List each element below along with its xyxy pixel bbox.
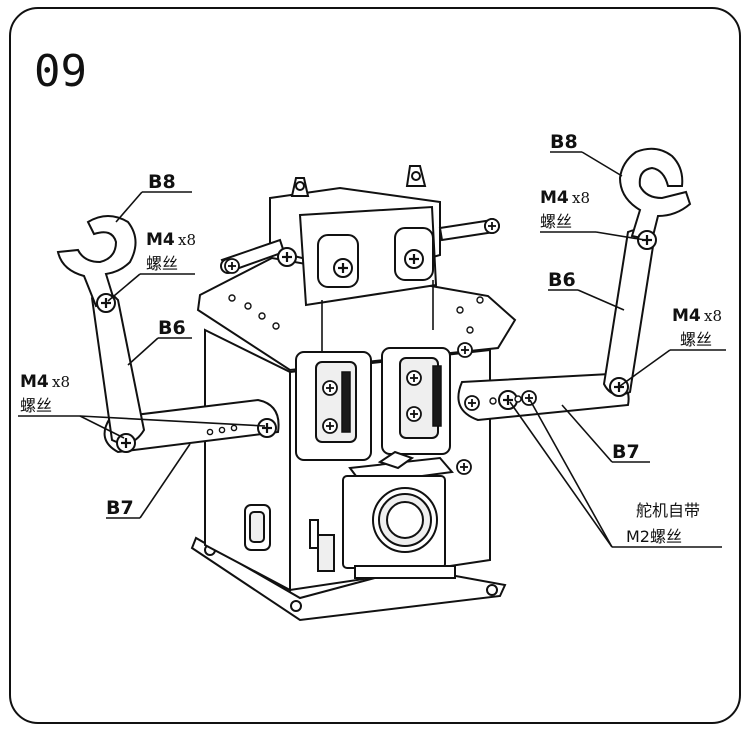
head-screw-left-icon [332, 257, 354, 279]
label-right-m4-side: M4 [672, 306, 701, 326]
label-left-b7: B7 [106, 497, 134, 519]
head-arm-screw-left-icon [276, 246, 298, 268]
label-right-m4-side-count: x8 [704, 307, 722, 325]
label-right-m4-top: M4 [540, 188, 569, 208]
label-right-b7: B7 [612, 441, 640, 463]
left-arm [56, 215, 280, 454]
label-left-m4-bottom-count: x8 [52, 373, 70, 391]
label-left-m4-top-count: x8 [178, 231, 196, 249]
step-number: 09 [34, 46, 87, 97]
label-left-m4-bottom-screw: 螺丝 [20, 396, 52, 415]
label-right-b8: B8 [550, 131, 578, 153]
page-border [9, 7, 741, 724]
label-left-b6: B6 [158, 317, 186, 339]
body-screw-1-icon [457, 342, 473, 358]
label-left-m4-top: M4 [146, 230, 175, 250]
right-b7-servo-screw-2-icon [521, 390, 537, 406]
robot-body [190, 165, 517, 622]
servo-screw-1-icon [322, 380, 338, 396]
label-servo-note-line1: 舵机自带 [636, 501, 700, 520]
label-right-m4-top-count: x8 [572, 189, 590, 207]
right-b7-pin-icon [464, 395, 480, 411]
head-screw-right-icon [403, 248, 425, 270]
label-servo-note-line2: M2螺丝 [626, 527, 682, 546]
servo-screw-4-icon [406, 406, 422, 422]
label-left-b8: B8 [148, 171, 176, 193]
servo-screw-2-icon [322, 418, 338, 434]
right-arm [457, 147, 692, 422]
body-screw-2-icon [456, 459, 472, 475]
label-left-m4-top-screw: 螺丝 [146, 254, 178, 273]
right-b6-bottom-screw-icon [608, 376, 630, 398]
callout-lines [18, 151, 726, 548]
servo-screw-3-icon [406, 370, 422, 386]
right-b7-servo-screw-1-icon [497, 389, 519, 411]
left-b7-servo-screw-icon [256, 417, 278, 439]
label-left-m4-bottom: M4 [20, 372, 49, 392]
head-arm-pin-left-icon [224, 258, 240, 274]
head-arm-pin-right-icon [484, 218, 500, 234]
label-right-m4-side-screw: 螺丝 [680, 330, 712, 349]
label-right-m4-top-screw: 螺丝 [540, 212, 572, 231]
label-right-b6: B6 [548, 269, 576, 291]
